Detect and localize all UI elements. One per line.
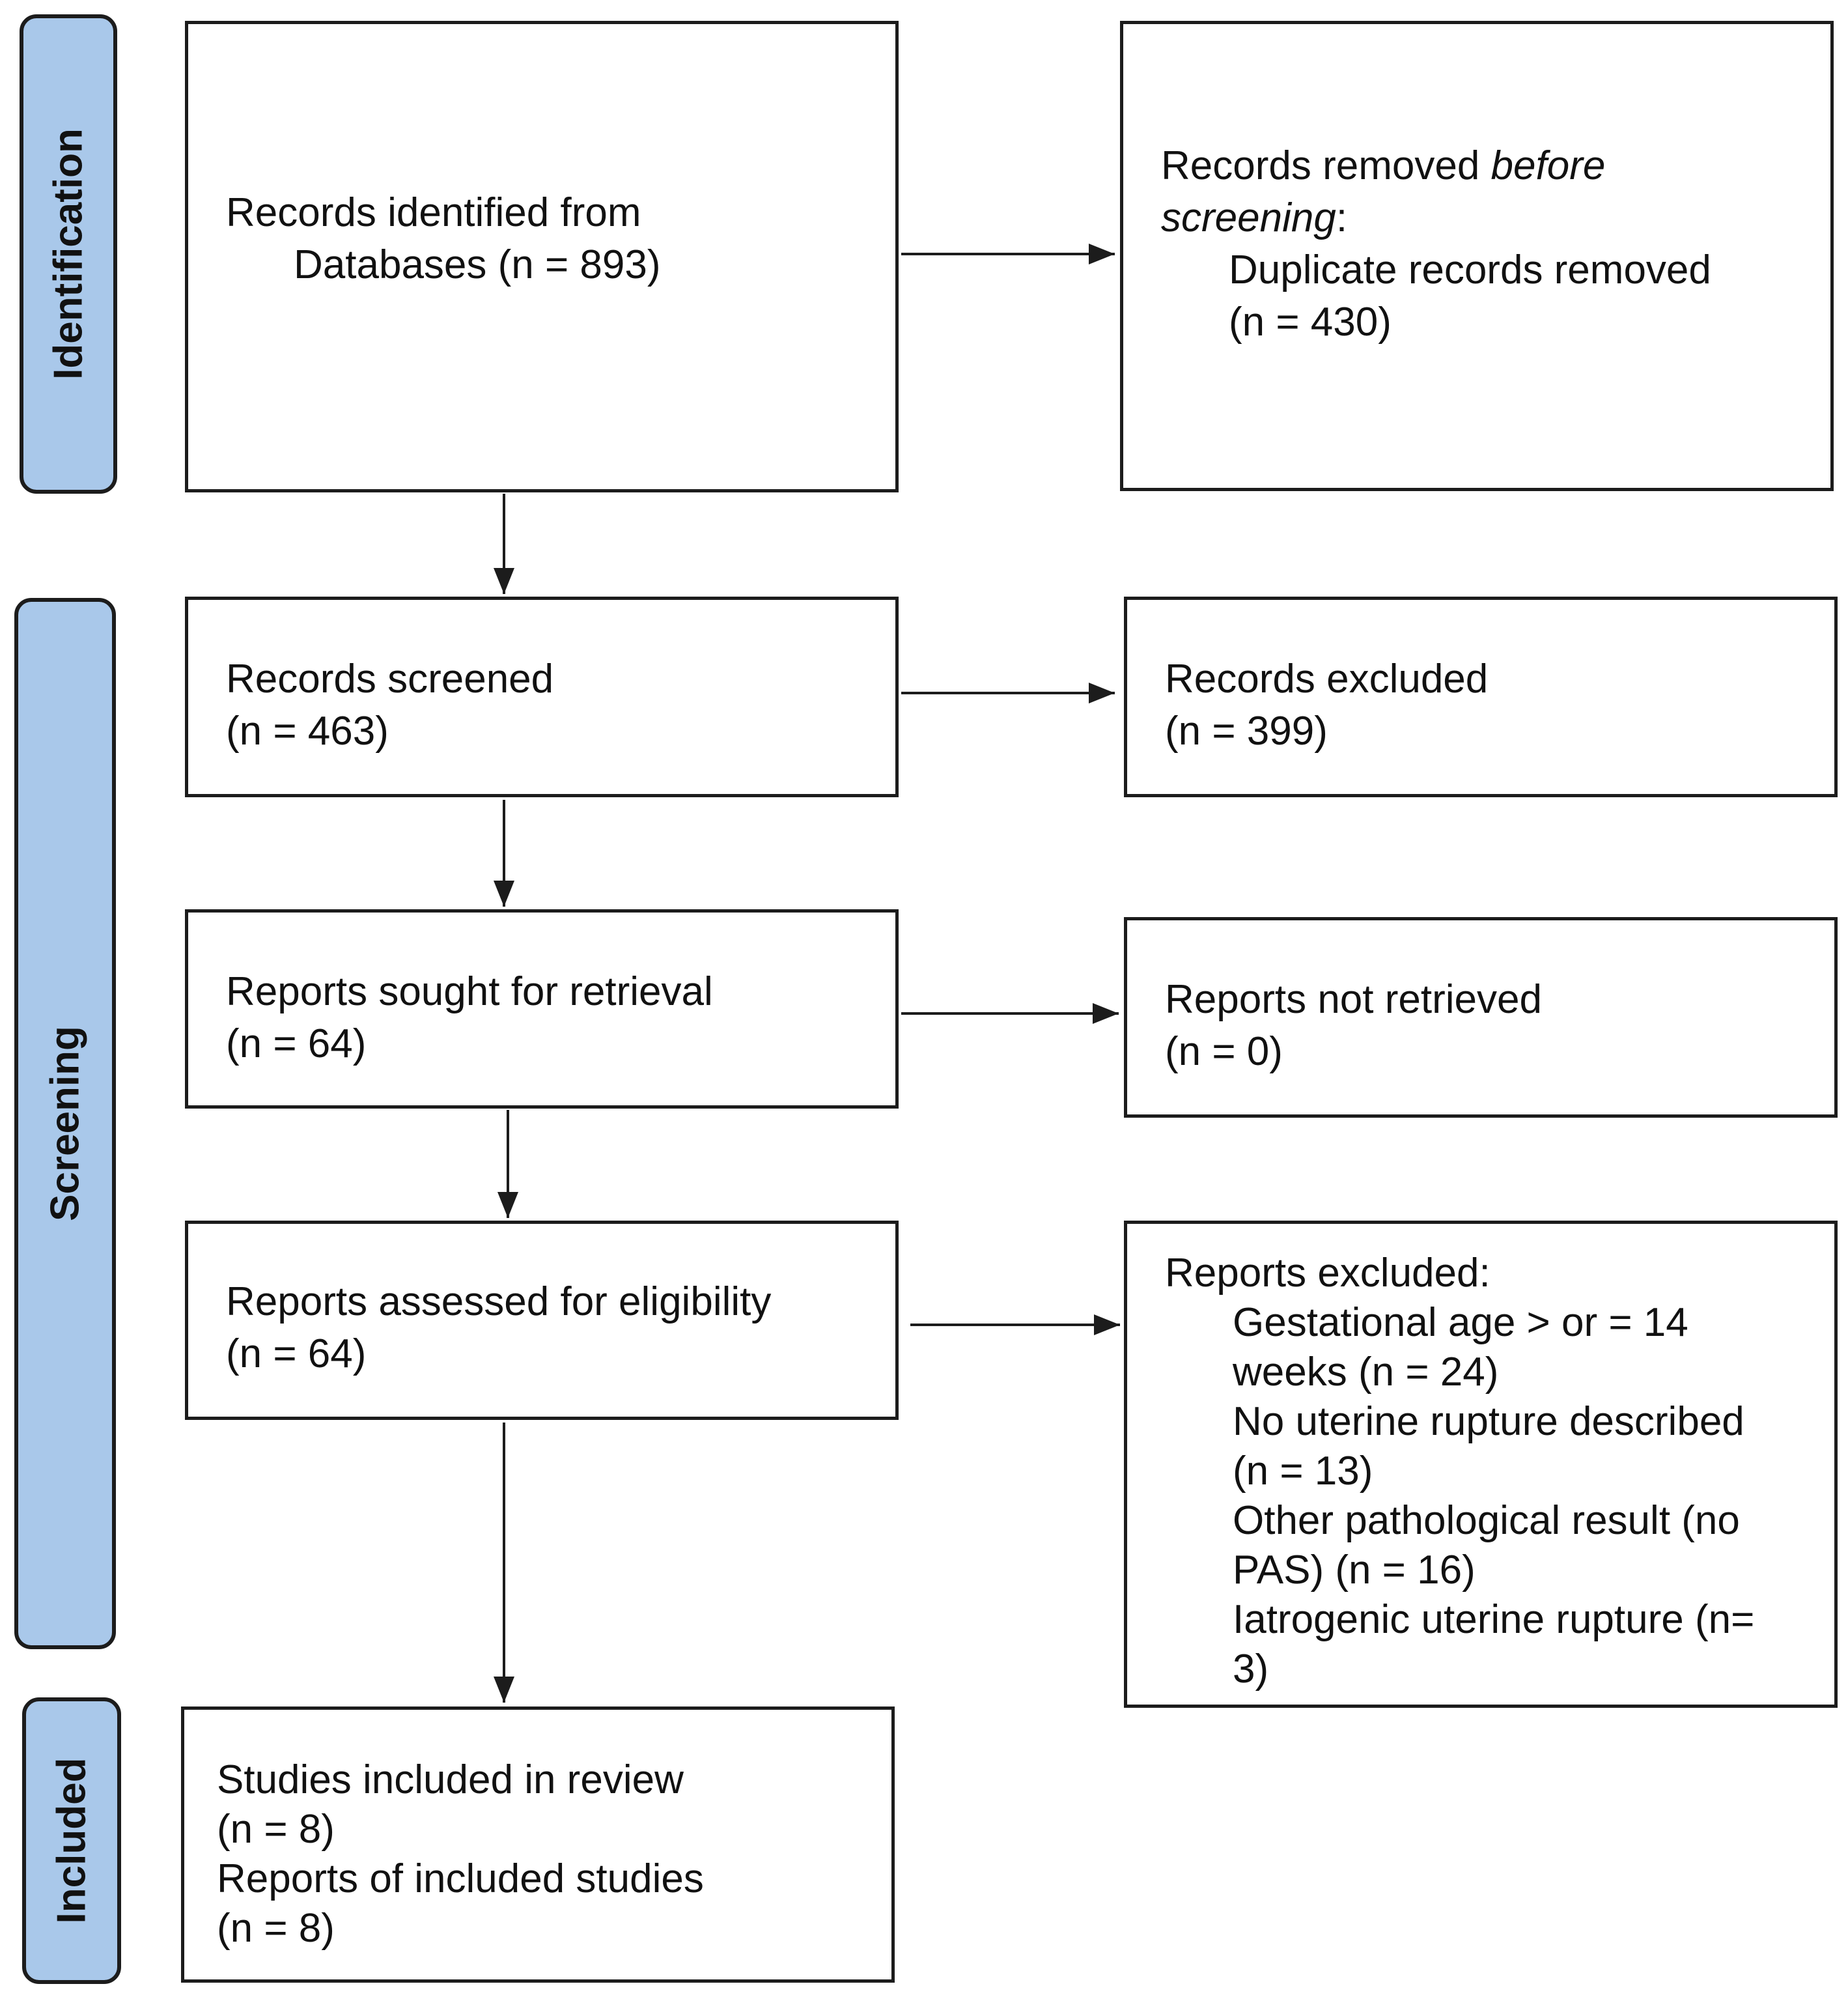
records-excluded-count: (n = 399) xyxy=(1165,709,1328,754)
reports-not-retrieved-count: (n = 0) xyxy=(1165,1029,1283,1074)
box-records-identified: Records identified from Databases (n = 8… xyxy=(185,21,899,492)
exclusion-reason-line: weeks (n = 24) xyxy=(1233,1350,1499,1395)
records-removed-label: Records removed before xyxy=(1161,143,1606,188)
records-screened-label: Records screened xyxy=(226,657,554,701)
exclusion-reason-line: 3) xyxy=(1233,1647,1269,1692)
screening-emphasis: screening xyxy=(1161,195,1336,240)
box-reports-sought: Reports sought for retrieval (n = 64) xyxy=(185,909,899,1109)
box-reports-not-retrieved: Reports not retrieved (n = 0) xyxy=(1124,917,1838,1118)
records-identified-count: Databases (n = 893) xyxy=(294,242,661,287)
phase-included: Included xyxy=(22,1697,121,1984)
reports-included-count: (n = 8) xyxy=(217,1906,335,1951)
exclusion-reason-line: Iatrogenic uterine rupture (n= xyxy=(1233,1597,1755,1642)
box-studies-included: Studies included in review (n = 8) Repor… xyxy=(181,1707,895,1983)
records-screened-count: (n = 463) xyxy=(226,709,389,754)
records-removed-label-2: screening: xyxy=(1161,195,1348,240)
box-reports-assessed: Reports assessed for eligibility (n = 64… xyxy=(185,1221,899,1420)
records-excluded-label: Records excluded xyxy=(1165,657,1489,701)
exclusion-reason-line: Gestational age > or = 14 xyxy=(1233,1300,1688,1345)
studies-included-count: (n = 8) xyxy=(217,1807,335,1852)
duplicate-records-label: Duplicate records removed xyxy=(1229,248,1711,292)
studies-included-label: Studies included in review xyxy=(217,1757,684,1802)
reports-assessed-count: (n = 64) xyxy=(226,1331,367,1376)
reports-included-label: Reports of included studies xyxy=(217,1856,704,1901)
exclusion-reason-line: No uterine rupture described xyxy=(1233,1399,1744,1444)
records-identified-label: Records identified from xyxy=(226,190,641,235)
before-emphasis: before xyxy=(1491,143,1606,188)
exclusion-reason-line: (n = 13) xyxy=(1233,1449,1373,1494)
exclusion-reason-line: Other pathological result (no xyxy=(1233,1498,1740,1543)
box-reports-excluded: Reports excluded: Gestational age > or =… xyxy=(1124,1221,1838,1708)
phase-identification: Identification xyxy=(20,14,117,494)
reports-sought-label: Reports sought for retrieval xyxy=(226,969,713,1014)
exclusion-reason-line: PAS) (n = 16) xyxy=(1233,1548,1476,1593)
reports-sought-count: (n = 64) xyxy=(226,1021,367,1066)
reports-excluded-title: Reports excluded: xyxy=(1165,1251,1491,1296)
box-records-removed: Records removed before screening: Duplic… xyxy=(1120,21,1834,491)
box-records-excluded: Records excluded (n = 399) xyxy=(1124,597,1838,797)
box-records-screened: Records screened (n = 463) xyxy=(185,597,899,797)
reports-assessed-label: Reports assessed for eligibility xyxy=(226,1279,772,1324)
duplicate-records-count: (n = 430) xyxy=(1229,300,1392,345)
reports-not-retrieved-label: Reports not retrieved xyxy=(1165,977,1542,1022)
phase-screening: Screening xyxy=(14,598,116,1649)
